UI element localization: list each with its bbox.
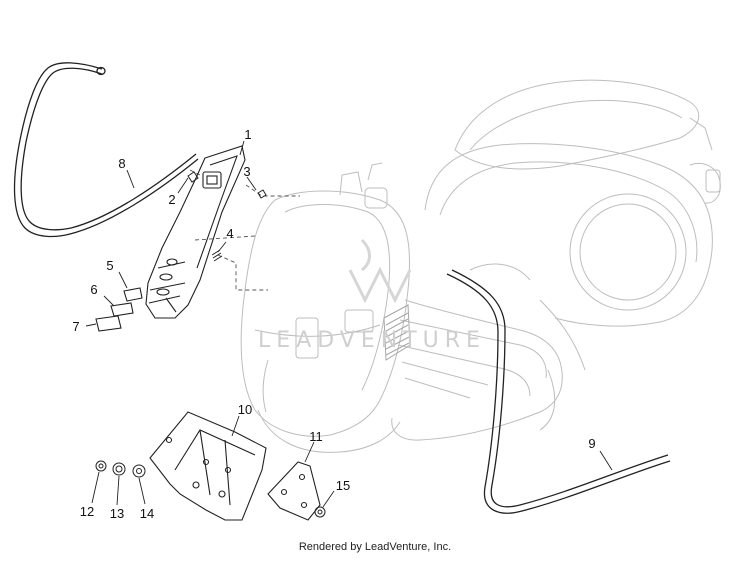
washer-part-13 <box>112 462 126 476</box>
watermark-text: LEADVENTURE <box>258 328 486 353</box>
callout-10: 10 <box>238 402 252 417</box>
front-seal-part-8 <box>13 62 199 238</box>
pad-part-7 <box>95 315 122 332</box>
watermark-logo <box>348 238 412 304</box>
callout-2: 2 <box>168 192 175 207</box>
pad-part-5 <box>123 287 143 302</box>
callout-leaders <box>85 140 613 508</box>
callout-5: 5 <box>106 258 113 273</box>
small-screw-part-2 <box>187 171 199 183</box>
spring-nut-part-4 <box>211 249 223 262</box>
callout-3: 3 <box>243 164 250 179</box>
assembly-dashed-lines <box>189 169 300 291</box>
plate-part-11 <box>267 461 321 521</box>
callout-1: 1 <box>244 127 251 142</box>
bracket-part-10 <box>149 411 267 521</box>
side-seal-part-9 <box>446 269 671 514</box>
callout-15: 15 <box>336 478 350 493</box>
callout-12: 12 <box>80 504 94 519</box>
callout-9: 9 <box>588 436 595 451</box>
nut-part-12 <box>95 460 107 472</box>
callout-7: 7 <box>72 319 79 334</box>
callout-8: 8 <box>118 156 125 171</box>
clip-part-3 <box>257 189 267 199</box>
callout-6: 6 <box>90 282 97 297</box>
washer-part-14 <box>132 464 146 478</box>
callout-4: 4 <box>226 226 233 241</box>
center-cover-part-1 <box>145 145 246 319</box>
nut-part-15 <box>314 506 326 518</box>
callout-labels: 1 2 3 4 5 6 7 8 9 10 11 12 13 14 15 <box>72 127 595 521</box>
footer-credit: Rendered by LeadVenture, Inc. <box>298 541 452 553</box>
scooter-body-outline <box>240 79 721 453</box>
callout-13: 13 <box>110 506 124 521</box>
callout-11: 11 <box>309 429 323 444</box>
pad-part-6 <box>110 302 134 317</box>
callout-14: 14 <box>140 506 154 521</box>
